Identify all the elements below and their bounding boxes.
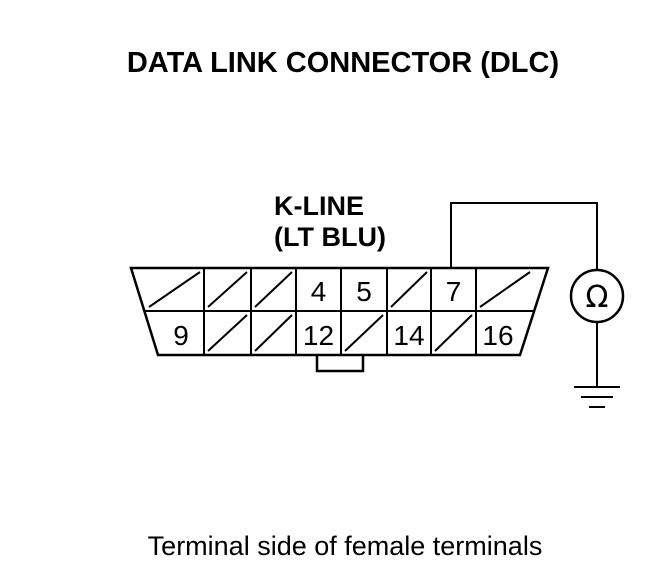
unused-terminal-hatch [254, 314, 293, 352]
pin-number-7: 7 [446, 276, 462, 307]
unused-terminal-hatch [207, 271, 248, 308]
ground-icon [574, 386, 620, 408]
pin-number-14: 14 [393, 320, 424, 351]
connector-outline [129, 266, 550, 357]
probe-wire [450, 202, 598, 270]
wire-color-label: (LT BLU) [274, 222, 386, 252]
connector-key-tab [315, 355, 365, 373]
wire-name-label: K-LINE [274, 191, 364, 221]
unused-terminal-hatch [148, 271, 201, 308]
unused-terminal-hatch [207, 314, 248, 352]
unused-terminal-hatch [344, 314, 384, 352]
pin-number-16: 16 [482, 320, 513, 351]
pin-number-9: 9 [173, 320, 189, 351]
unused-terminal-hatch [390, 271, 428, 308]
diagram-title: DATA LINK CONNECTOR (DLC) [127, 47, 559, 79]
diagram-caption: Terminal side of female terminals [148, 531, 543, 561]
unused-terminal-hatch [254, 271, 293, 308]
bottom-row-cells: 9 12 14 16 [173, 311, 514, 355]
unused-terminal-hatch [479, 271, 531, 308]
ohmmeter-icon: Ω [569, 268, 625, 324]
ohm-symbol: Ω [586, 280, 609, 315]
unused-terminal-hatch [434, 314, 473, 352]
pin-number-4: 4 [311, 276, 327, 307]
pin-number-12: 12 [303, 320, 334, 351]
pin-number-5: 5 [356, 276, 372, 307]
